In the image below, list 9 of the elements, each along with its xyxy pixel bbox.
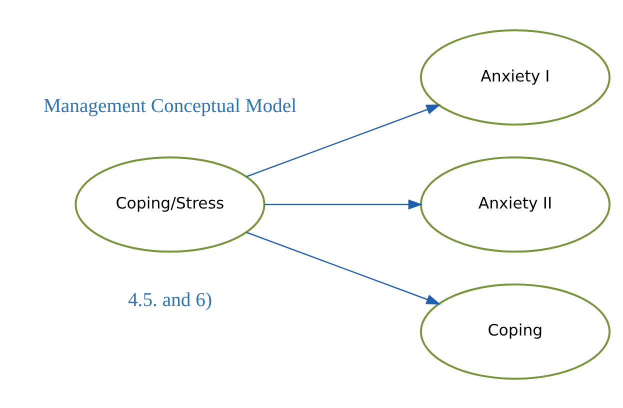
node-ellipse: Anxiety II [420,156,611,252]
arrow [246,104,441,177]
node-ellipse: Coping/Stress [74,156,266,252]
node-ellipse: Anxiety I [420,28,611,126]
label: 4.5. and 6) [128,288,212,311]
node-ellipse: Coping [420,282,611,380]
arrow [264,198,423,210]
arrow [246,231,441,304]
label: Management Conceptual Model [43,94,297,117]
